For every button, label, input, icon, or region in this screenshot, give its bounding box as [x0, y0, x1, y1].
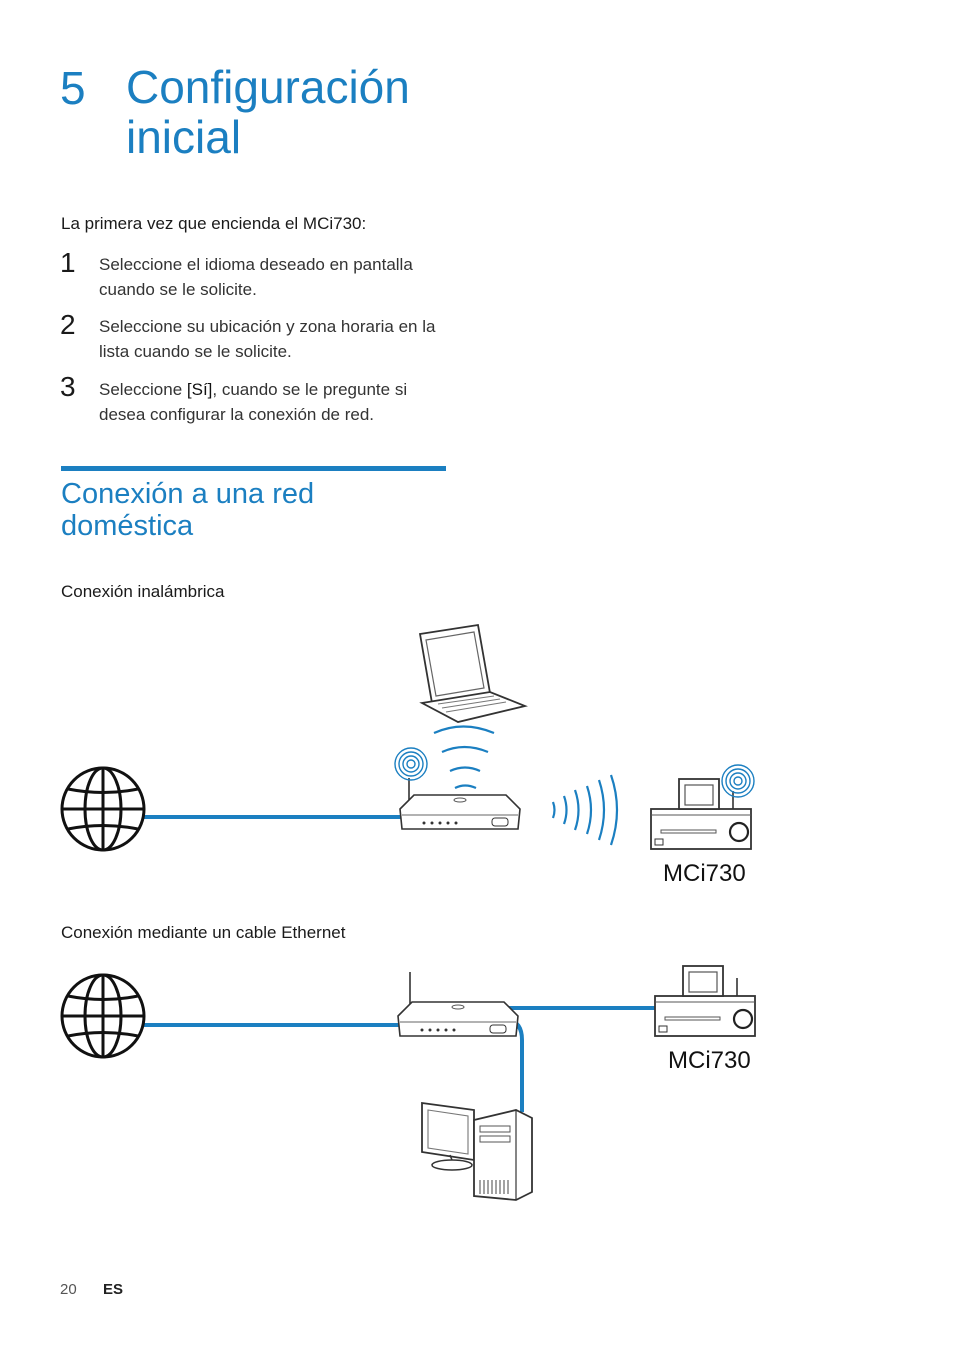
step-text-post: , cuando se le pregunte si desea configu… — [99, 380, 408, 424]
page-number: 20 — [60, 1281, 77, 1298]
wireless-heading: Conexión inalámbrica — [61, 582, 225, 601]
wifi-signal-icon — [551, 774, 619, 846]
chapter-title: Configuración inicial — [126, 61, 410, 163]
laptop-icon — [418, 623, 528, 723]
stereo-device-icon — [649, 777, 753, 851]
router-icon — [399, 794, 521, 830]
wired-heading: Conexión mediante un cable Ethernet — [61, 923, 346, 942]
wifi-signal-icon — [433, 725, 495, 790]
step-option-highlight: [Sí] — [186, 380, 213, 399]
section-title: Conexión a una red doméstica — [61, 478, 315, 542]
desktop-computer-icon — [421, 1101, 533, 1201]
step-number: 2 — [60, 309, 76, 340]
language-code: ES — [103, 1281, 124, 1298]
router-icon — [397, 1001, 519, 1037]
section-rule — [61, 466, 446, 471]
stereo-wifi-icon — [721, 764, 755, 798]
globe-icon — [60, 766, 146, 852]
intro-text: La primera vez que encienda el MCi730: — [61, 214, 367, 233]
step-text: Seleccione [Sí], cuando se le pregunte s… — [99, 377, 449, 427]
chapter-number: 5 — [60, 62, 86, 114]
step-number: 1 — [60, 247, 76, 278]
stereo-device-icon — [653, 964, 757, 1038]
step-text: Seleccione el idioma deseado en pantalla… — [99, 255, 413, 299]
device-label: MCi730 — [668, 1047, 751, 1074]
device-label: MCi730 — [663, 860, 746, 887]
step-number: 3 — [60, 371, 76, 402]
step-text: Seleccione su ubicación y zona horaria e… — [99, 317, 436, 361]
globe-icon — [60, 973, 146, 1059]
step-text-pre: Seleccione — [99, 380, 187, 399]
router-wifi-icon — [394, 747, 428, 781]
